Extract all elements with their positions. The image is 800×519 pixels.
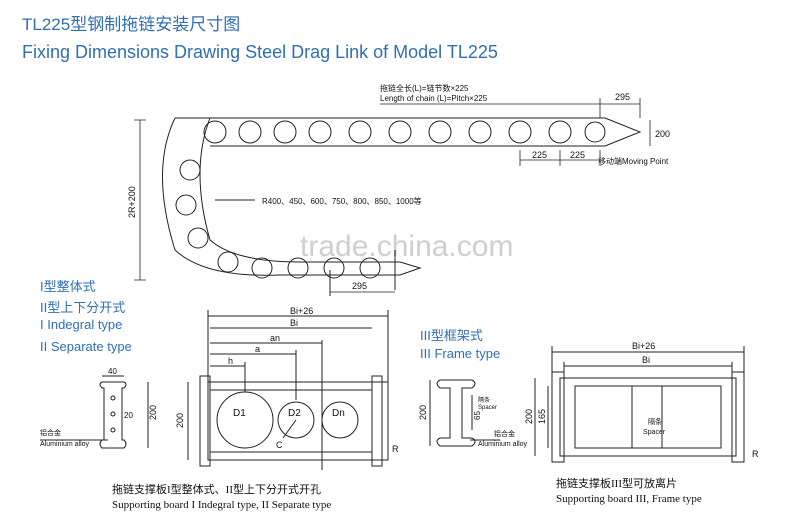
chain-inner-curve — [199, 117, 400, 263]
board3-r: R — [752, 449, 759, 459]
dim-top-295: 295 — [615, 92, 630, 102]
dim-bottom-295: 295 — [352, 281, 367, 291]
board1-d1: D1 — [233, 408, 246, 419]
board1-dn: Dn — [332, 408, 345, 419]
dim-pitch-b: 225 — [570, 150, 585, 160]
board3-bi: Bi — [642, 355, 650, 365]
board-three-drawing — [534, 346, 745, 463]
board3-caption-cn: 拖链支撑板III型可放离片 — [556, 478, 677, 490]
board3-spacer-cn: 隔条 — [648, 417, 662, 426]
radius-label: R400、450、600、750、800、850、1000等 — [262, 197, 422, 206]
height-label: 2R+200 — [127, 186, 137, 218]
board-one-bottom-bar — [209, 451, 373, 461]
board1-bi: Bi — [290, 318, 298, 328]
frame-spacer-cn: 隔条 — [478, 396, 490, 404]
dim-pitch-a: 225 — [532, 150, 547, 160]
board1-c: C — [276, 440, 283, 450]
board-three-frame — [559, 377, 737, 457]
title-english: Fixing Dimensions Drawing Steel Drag Lin… — [22, 42, 498, 62]
board-one-drawing — [187, 310, 389, 470]
side-plate-profile — [40, 375, 149, 449]
board1-bi26: Bi+26 — [290, 306, 313, 316]
board1-caption-en: Supporting board I Indegral type, II Sep… — [112, 499, 332, 511]
moving-point-label: 移动端Moving Point — [598, 157, 669, 166]
chain-fixed-end — [399, 261, 422, 276]
board3-bi26: Bi+26 — [632, 341, 655, 351]
hole-d1 — [216, 391, 274, 449]
frame-h65: 65 — [473, 411, 482, 420]
board3-h200: 200 — [524, 409, 534, 424]
frame-profile — [429, 379, 500, 447]
board1-h: h — [228, 356, 233, 366]
frame-spacer-en: Spacer — [478, 405, 497, 411]
type3-cn-label: III型框架式 — [420, 328, 483, 343]
board1-h200: 200 — [175, 413, 185, 428]
board-three-inner-opening — [574, 385, 722, 449]
frame-alloy-cn: 铝合金 — [494, 429, 515, 438]
frame-profile-outline — [436, 379, 476, 447]
frame-h200: 200 — [418, 405, 428, 420]
chain-length-cn: 拖链全长(L)=链节数×225 — [380, 84, 469, 93]
watermark: trade.china.com — [300, 230, 514, 263]
main-chain-drawing — [162, 117, 642, 296]
chain-length-en: Length of chain (L)=Pitch×225 — [380, 94, 488, 103]
board-three-spacer — [631, 386, 663, 448]
side-plate-alloy-en: Aluminium alloy — [40, 441, 90, 448]
board1-a: a — [255, 344, 260, 354]
dim-end-200: 200 — [655, 129, 670, 139]
side-plate-alloy-cn: 铝合金 — [40, 428, 61, 437]
type2-en-label: II Separate type — [40, 339, 132, 354]
main-dimensions — [134, 98, 651, 293]
type1-cn-label: I型整体式 — [40, 279, 96, 294]
side-plate-w40: 40 — [108, 367, 117, 376]
board-three-right-post — [731, 371, 745, 463]
board1-r: R — [392, 444, 399, 454]
board-one-right-post — [371, 375, 383, 467]
chain-end-link — [604, 117, 642, 147]
type3-en-label: III Frame type — [420, 346, 501, 361]
board3-spacer-en: Spacer — [643, 429, 666, 436]
bend-links — [175, 159, 381, 279]
side-plate-h200: 200 — [148, 405, 158, 420]
board3-caption-en: Supporting board III, Frame type — [556, 493, 702, 505]
board3-h165: 165 — [537, 409, 547, 424]
board1-d2: D2 — [288, 408, 301, 419]
title-chinese: TL225型钢制拖链安装尺寸图 — [22, 15, 241, 34]
board-one-left-post — [199, 375, 211, 467]
board1-an: an — [270, 333, 280, 343]
board-one-c-leader — [282, 419, 297, 439]
board1-caption-cn: 拖链支撑板I型整体式、II型上下分开式开孔 — [112, 484, 321, 496]
board-three-left-post — [551, 371, 565, 463]
chain-outer-curve — [162, 117, 400, 276]
frame-alloy-en: Aluminium alloy — [478, 441, 528, 448]
type2-cn-label: II型上下分开式 — [40, 300, 126, 315]
hole-d2 — [277, 401, 315, 439]
top-run-links — [203, 120, 606, 144]
side-plate-d20: 20 — [124, 411, 133, 420]
side-plate-outline — [99, 381, 127, 449]
board-one-top-bar — [209, 381, 373, 391]
type1-en-label: I Indegral type — [40, 317, 123, 332]
